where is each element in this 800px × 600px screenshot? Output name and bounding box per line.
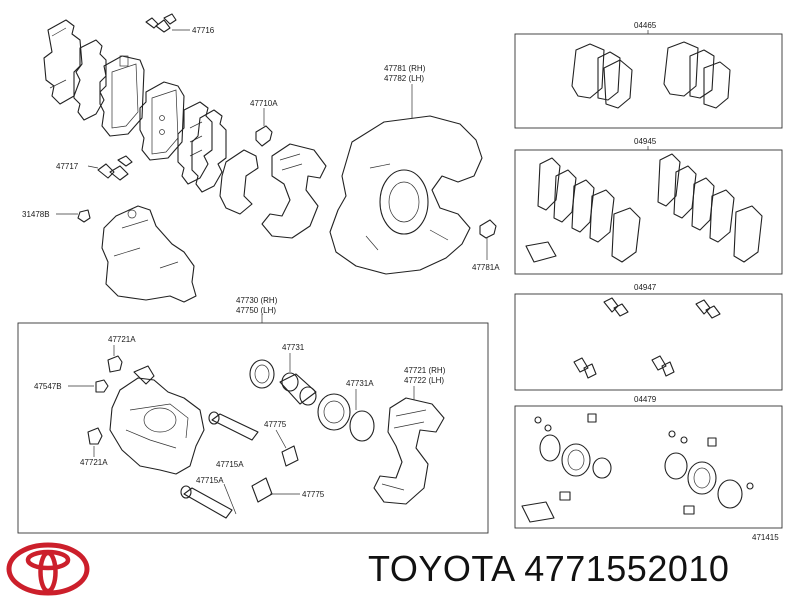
shim-kit-04945-drawing	[525, 153, 763, 263]
label-47730-rh: 47730 (RH)	[236, 296, 278, 305]
brake-pad-set-drawing	[43, 19, 227, 193]
label-47715A-a: 47715A	[216, 460, 244, 469]
label-47722-lh: 47722 (LH)	[404, 376, 444, 385]
label-47781-rh: 47781 (RH)	[384, 64, 426, 73]
caliper-body-drawing	[68, 355, 205, 475]
pad-kit-04465-drawing	[571, 41, 731, 109]
label-47721-rh: 47721 (RH)	[404, 366, 446, 375]
label-47716: 47716	[192, 26, 215, 35]
clip-kit-04947-drawing	[573, 297, 721, 379]
toyota-logo	[6, 542, 90, 596]
pad-clip-47717-drawing	[87, 155, 133, 181]
caliper-mounting-bracket-drawing	[373, 397, 445, 505]
label-04947: 04947	[634, 283, 657, 292]
label-47715A-b: 47715A	[196, 476, 224, 485]
label-47731: 47731	[282, 343, 305, 352]
diagram-code: 471415	[752, 533, 779, 542]
label-47775-b: 47775	[302, 490, 325, 499]
label-47750-lh: 47750 (LH)	[236, 306, 276, 315]
pad-clip-47716-drawing	[145, 13, 190, 33]
piston-seal-drawing	[249, 359, 375, 442]
label-47547B: 47547B	[34, 382, 62, 391]
label-47731A: 47731A	[346, 379, 374, 388]
label-47782-lh: 47782 (LH)	[384, 74, 424, 83]
label-47721A-top: 47721A	[108, 335, 136, 344]
caliper-assembly-frame	[17, 322, 489, 534]
cylinder-31478B-drawing	[56, 205, 197, 303]
label-47717: 47717	[56, 162, 79, 171]
label-47710A: 47710A	[250, 99, 278, 108]
brand-part-number-text: TOYOTA 4771552010	[368, 548, 730, 589]
kit-box-04479	[514, 405, 783, 529]
label-47721A-bottom: 47721A	[80, 458, 108, 467]
seal-kit-04479-drawing	[521, 413, 754, 523]
label-47781A: 47781A	[472, 263, 500, 272]
slide-pin-drawing	[180, 411, 300, 519]
kit-box-04465	[514, 33, 783, 129]
kit-box-04945	[514, 149, 783, 275]
label-47775-a: 47775	[264, 420, 287, 429]
label-04479: 04479	[634, 395, 657, 404]
label-04945: 04945	[634, 137, 657, 146]
kit-box-04947	[514, 293, 783, 391]
mounting-support-47710A-drawing	[219, 108, 327, 239]
label-31478B: 31478B	[22, 210, 50, 219]
label-04465: 04465	[634, 21, 657, 30]
disc-dust-shield-drawing	[329, 115, 497, 275]
